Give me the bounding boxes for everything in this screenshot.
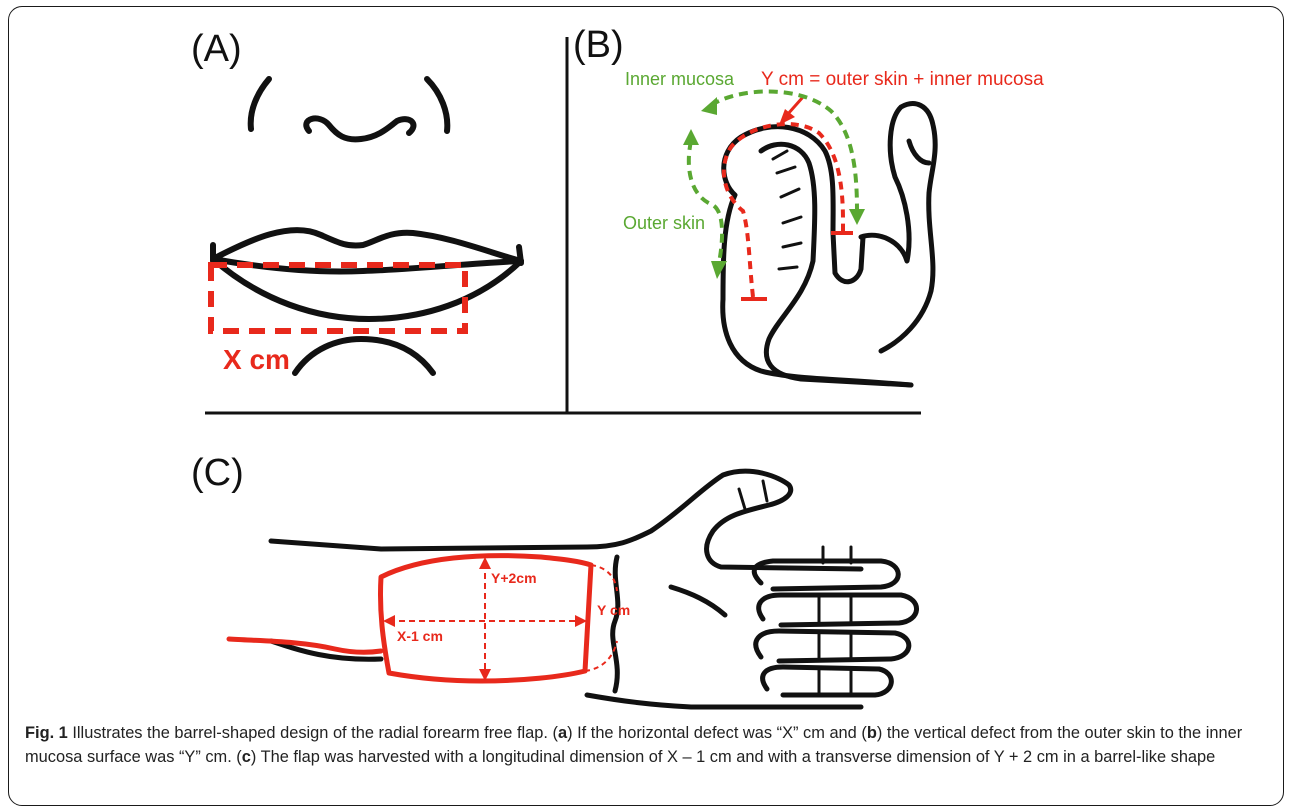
caption-text-4: ) The flap was harvested with a longitud… <box>251 748 1215 766</box>
figure-illustration: (A) X cm (B) Inner mucosa Y cm = outer s… <box>9 7 1284 717</box>
caption-fig-label: Fig. 1 <box>25 724 68 742</box>
caption-ref-a: a <box>558 724 567 742</box>
y-cm-flap-label: Y cm <box>597 602 630 618</box>
caption-ref-c: c <box>242 748 251 766</box>
outer-skin-arrow <box>689 141 722 263</box>
y-plus-2cm-label: Y+2cm <box>491 570 537 586</box>
caption-text-1: Illustrates the barrel-shaped design of … <box>68 724 558 742</box>
y-cm-formula-label: Y cm = outer skin + inner mucosa <box>761 69 1044 90</box>
panel-b-letter: (B) <box>573 24 624 66</box>
x-minus-1cm-label: X-1 cm <box>397 628 443 644</box>
flap-vertical-arrow-top <box>479 557 491 569</box>
nose-drawing <box>251 79 448 139</box>
inner-mucosa-arrowhead-left <box>701 97 717 115</box>
outer-skin-label: Outer skin <box>623 213 705 233</box>
figure-frame: (A) X cm (B) Inner mucosa Y cm = outer s… <box>8 6 1284 806</box>
inner-mucosa-label: Inner mucosa <box>625 69 735 89</box>
outer-skin-arrowhead-top <box>683 129 699 145</box>
panel-c-letter: (C) <box>191 452 244 494</box>
x-cm-label: X cm <box>223 344 290 375</box>
x-defect-box <box>211 265 465 331</box>
figure-caption: Fig. 1 Illustrates the barrel-shaped des… <box>25 721 1275 769</box>
caption-ref-b: b <box>867 724 877 742</box>
inner-mucosa-arrowhead-bottom <box>849 209 865 225</box>
lip-muscle-hatching <box>773 151 801 269</box>
caption-text-2: ) If the horizontal defect was “X” cm an… <box>567 724 867 742</box>
panel-a-letter: (A) <box>191 28 242 70</box>
flap-horizontal-arrow-left <box>383 615 395 627</box>
y-label-pointer <box>787 97 803 115</box>
